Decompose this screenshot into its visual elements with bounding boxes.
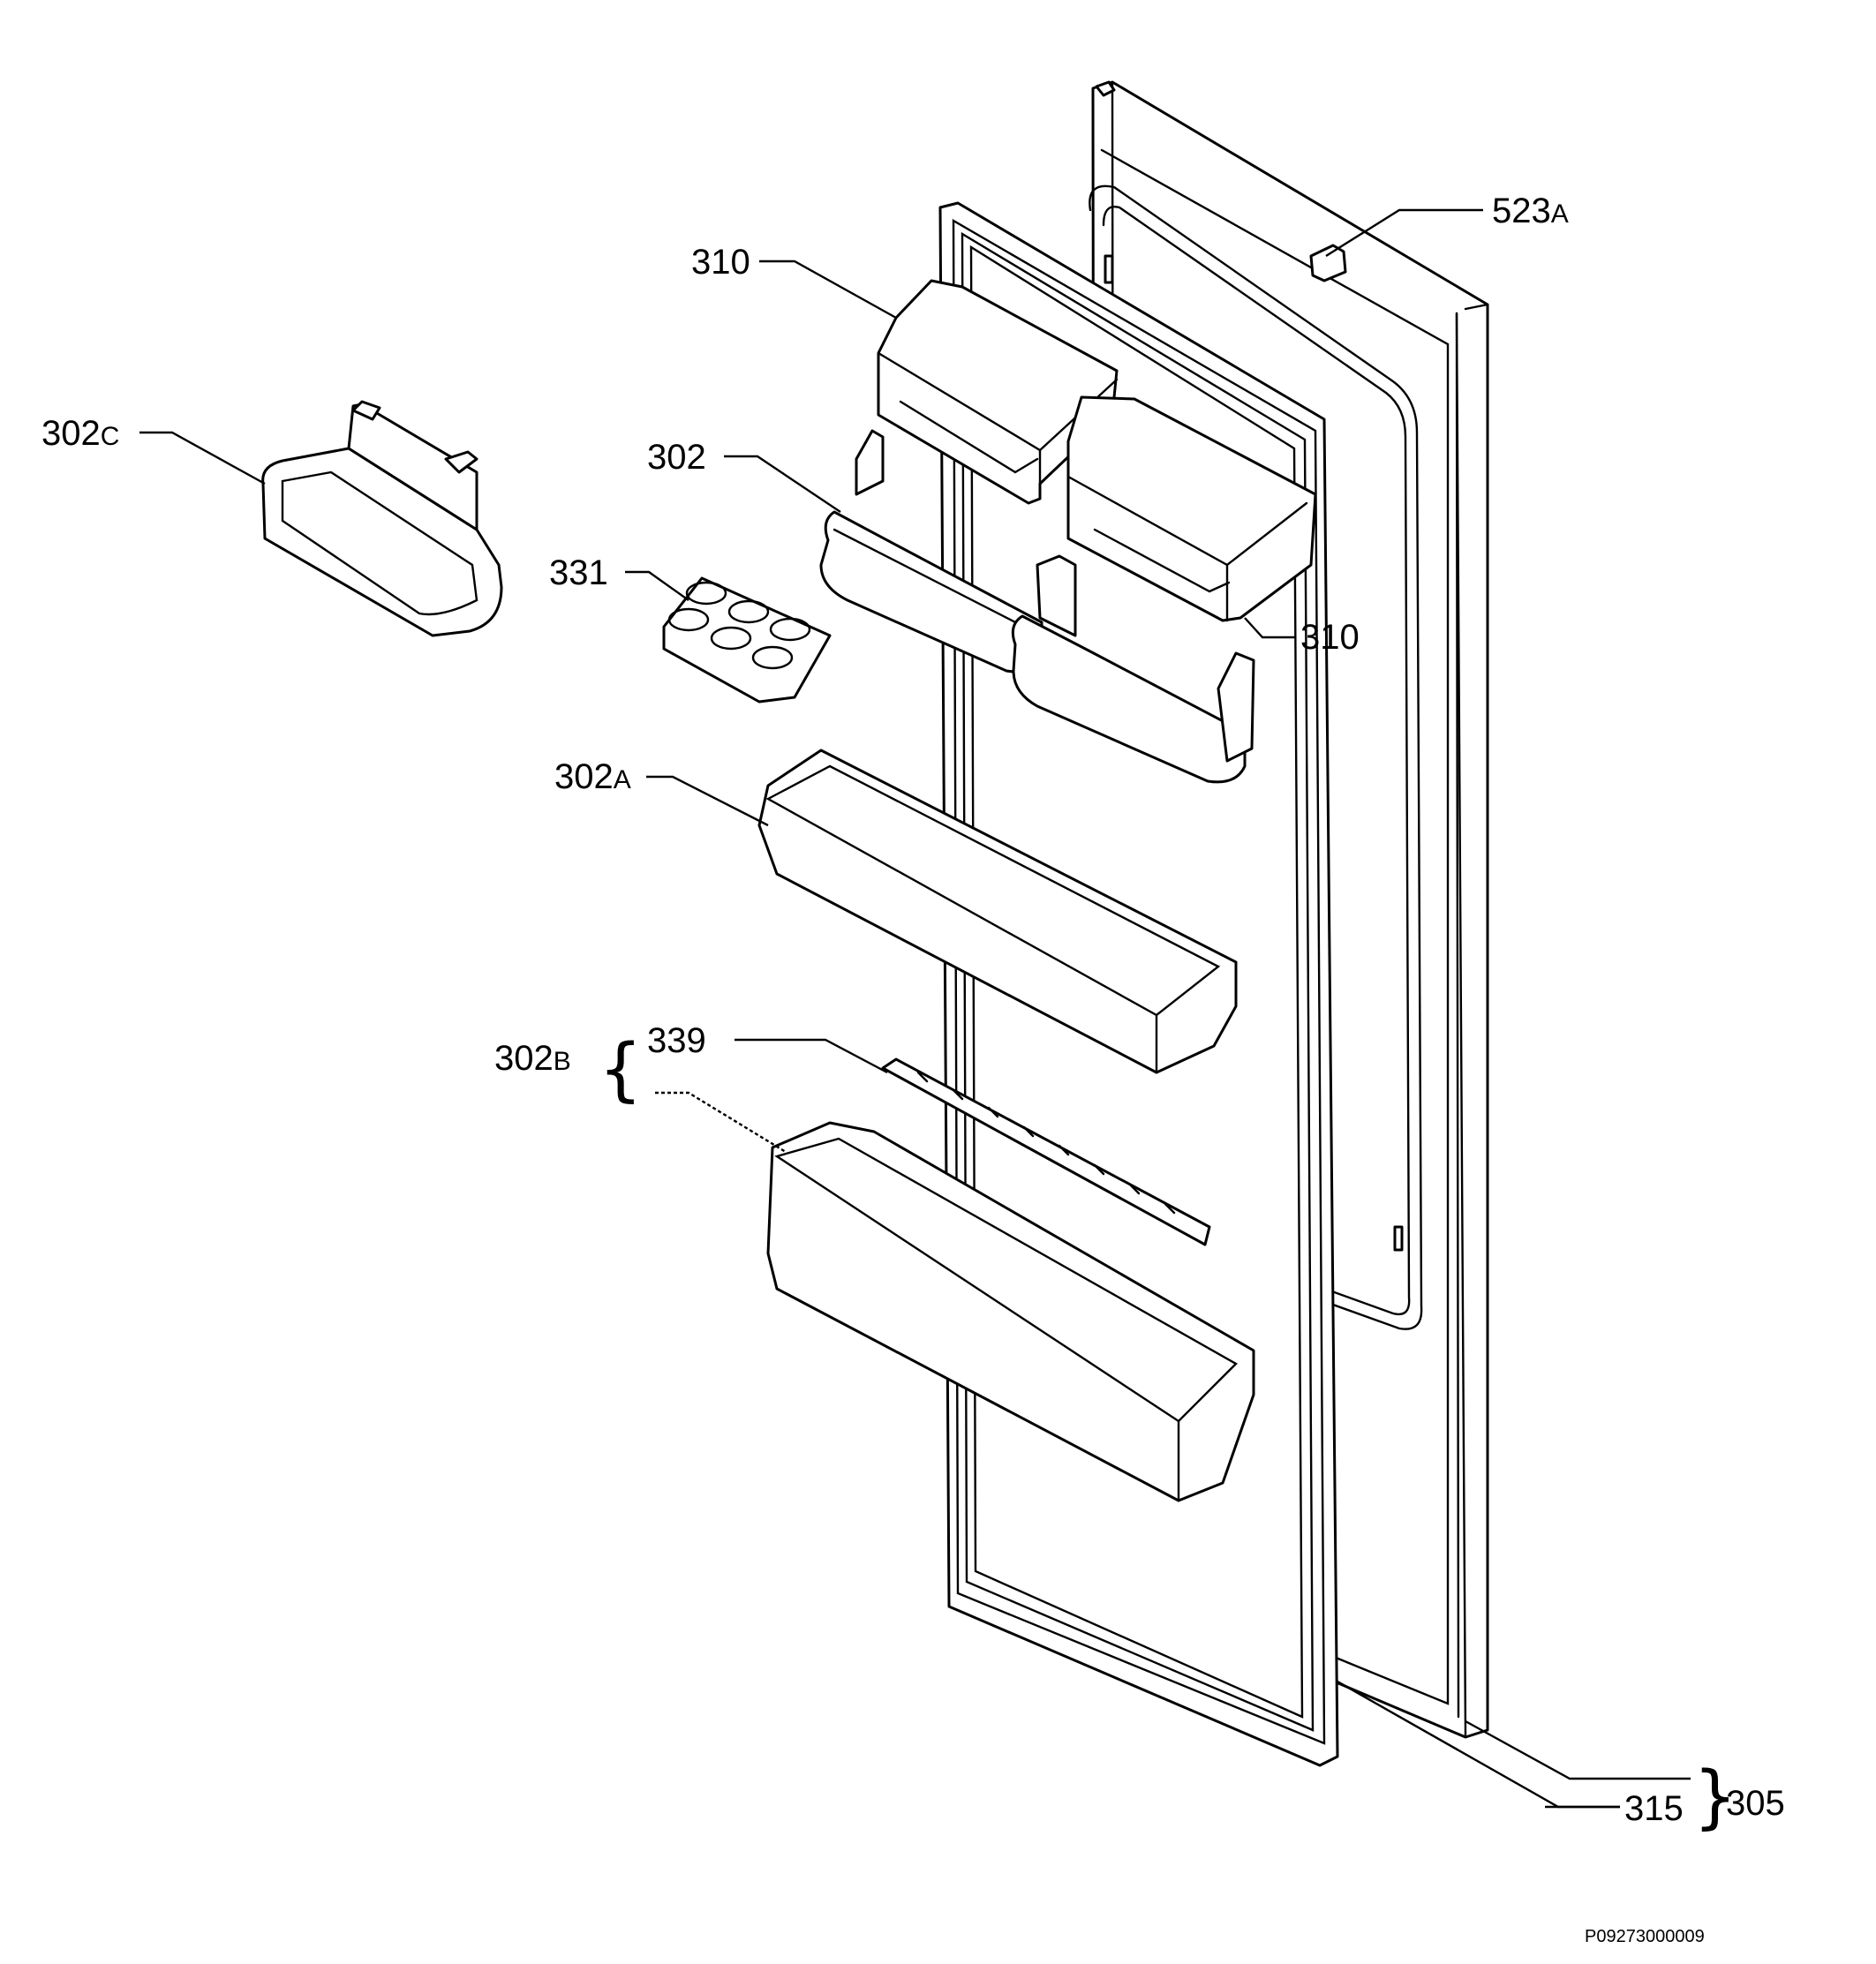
leader-lines — [139, 208, 1691, 1809]
label-302a: 302A — [554, 757, 631, 796]
label-339: 339 — [647, 1021, 706, 1060]
brace-302b: { — [599, 1030, 643, 1110]
door-shelf-302-second — [1011, 554, 1255, 784]
label-310-top: 310 — [691, 243, 750, 282]
drawing-code: P09273000009 — [1585, 1927, 1705, 1946]
door-shelf-302b — [766, 1121, 1255, 1502]
label-302b: 302B — [494, 1039, 571, 1078]
label-302: 302 — [647, 438, 706, 477]
bottle-rail-339 — [881, 1057, 1211, 1246]
label-305: 305 — [1726, 1784, 1785, 1823]
dairy-compartment-lower — [1066, 395, 1317, 622]
label-302c: 302C — [41, 414, 119, 453]
door-shelf-302a — [757, 749, 1238, 1074]
egg-tray-331 — [662, 576, 832, 704]
door-shelf-302c — [261, 400, 503, 637]
label-331: 331 — [549, 553, 608, 592]
brace-305: } — [1693, 1757, 1737, 1837]
label-310-right: 310 — [1300, 618, 1360, 657]
label-523a: 523A — [1492, 192, 1569, 230]
label-315: 315 — [1624, 1789, 1684, 1828]
